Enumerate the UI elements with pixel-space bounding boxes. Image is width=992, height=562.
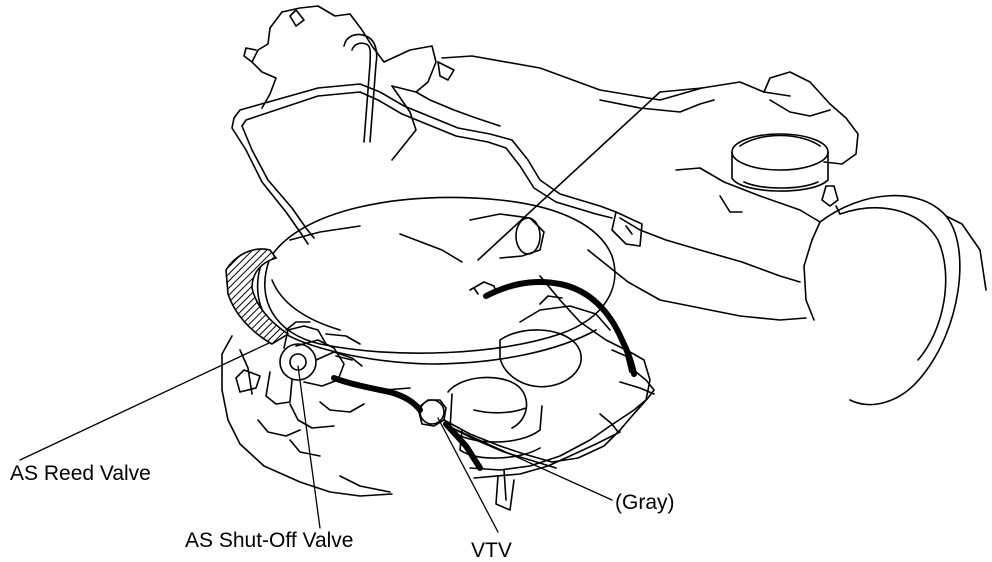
label-gray: (Gray): [615, 491, 675, 514]
as-reed-valve-body: [279, 321, 363, 381]
hose-upper-right: [483, 278, 637, 377]
vtv-body: [417, 399, 447, 427]
air-duct-hose: [225, 248, 290, 345]
throttle-body: [499, 295, 631, 388]
air-cleaner-housing: [256, 196, 616, 365]
cylinder-head: [415, 55, 859, 165]
as-shutoff-valve-body: [295, 333, 361, 387]
manifold-rail: [231, 83, 617, 245]
air-intake-snout: [469, 213, 545, 259]
gray-vacuum-line: [443, 371, 655, 469]
hose-vtv-down: [443, 421, 483, 471]
leader-as-shutoff-valve: [297, 365, 321, 529]
cap-pointer-line: [477, 87, 703, 261]
label-as-reed-valve: AS Reed Valve: [10, 462, 151, 485]
leader-lines: [19, 335, 613, 533]
rear-bracket: [243, 5, 437, 161]
oil-filler-cap: [731, 133, 829, 192]
engine-block-lower: [469, 249, 807, 511]
leader-vtv: [437, 417, 499, 533]
leader-gray: [447, 425, 613, 501]
label-as-shutoff-valve: AS Shut-Off Valve: [185, 529, 354, 552]
hose-vtv-to-valve: [331, 375, 423, 413]
leader-as-reed-valve: [19, 335, 285, 461]
vacuum-pipe-top: [343, 33, 378, 143]
label-vtv: VTV: [471, 539, 512, 562]
engine-block-right: [611, 167, 987, 406]
head-studs: [719, 185, 841, 215]
